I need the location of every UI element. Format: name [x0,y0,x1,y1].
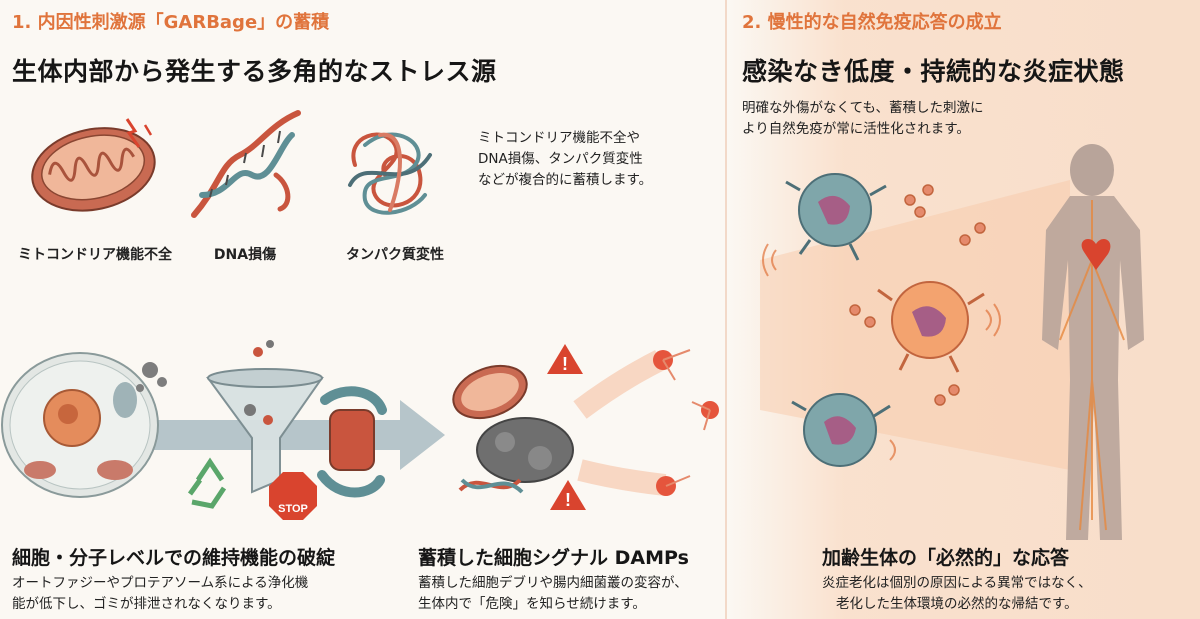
icon-label-protein: タンパク質変性 [346,247,444,263]
mitochondria-icon [31,118,156,212]
section-label-left: 1. 内因性刺激源「GARBage」の蓄積 [12,12,330,33]
recycle-icon [187,457,227,509]
stop-sign-icon [269,472,317,520]
bottom-right-line: 老化した生体環境の必然的な帰結です。 [836,596,1078,612]
debris-cluster-icon [452,364,574,494]
proteasome-icon [317,386,387,498]
immune-response-illustration [760,144,1144,540]
bottom-right-text: 炎症老化は個別の原因による異常ではなく、 老化した生体環境の必然的な帰結です。 [822,573,1092,615]
middle-line: 生体内で「危険」を知らせ続けます。 [418,596,646,612]
right-description-line: より自然免疫が常に活性化されます。 [742,121,970,137]
right-description-line: 明確な外傷がなくても、蓄積した刺激に [742,100,984,116]
pathway-illustration: STOP ! ! [1,340,719,520]
bottom-right-title: 加齢生体の「必然的」な応答 [822,547,1070,569]
stop-sign-text: STOP [278,503,308,515]
section-label-right: 2. 慢性的な自然免疫応答の成立 [742,12,1002,33]
heart-icon [1081,238,1111,270]
panel-divider [725,0,727,619]
warning-icon: ! [547,344,583,374]
left-description: ミトコンドリア機能不全や DNA損傷、タンパク質変性 などが複合的に蓄積します。 [478,128,652,191]
bottom-left-line: オートファジーやプロテアソーム系による浄化機 [12,575,309,591]
middle-title: 蓄積した細胞シグナル DAMPs [418,547,689,569]
middle-line: 蓄積した細胞デブリや腸内細菌叢の変容が、 [418,575,688,591]
svg-text:!: ! [565,490,571,510]
middle-text: 蓄積した細胞デブリや腸内細菌叢の変容が、 生体内で「危険」を知らせ続けます。 [418,573,688,615]
bottom-left-title: 細胞・分子レベルでの維持機能の破綻 [12,547,336,569]
right-description: 明確な外傷がなくても、蓄積した刺激に より自然免疫が常に活性化されます。 [742,98,984,140]
icon-label-mitochondria: ミトコンドリア機能不全 [18,247,172,263]
funnel-icon [206,340,324,494]
cell-icon [1,352,159,498]
immune-cell-icon [791,393,891,467]
headline-right: 感染なき低度・持続的な炎症状態 [742,57,1125,86]
damp-signal-particles [573,349,719,496]
immune-cell-icon [785,173,887,261]
left-description-line: などが複合的に蓄積します。 [478,172,653,188]
icon-label-dna: DNA損傷 [213,247,277,263]
bottom-right-line: 炎症老化は個別の原因による異常ではなく、 [822,575,1092,591]
svg-text:!: ! [562,354,568,374]
left-description-line: DNA損傷、タンパク質変性 [478,151,643,167]
protein-tangle-icon [348,132,432,215]
bottom-left-text: オートファジーやプロテアソーム系による浄化機 能が低下し、ゴミが排泄されなくなり… [12,573,308,615]
immune-cell-icon [877,281,985,373]
bottom-left-line: 能が低下し、ゴミが排泄されなくなります。 [12,596,281,612]
human-body-icon [1042,144,1144,540]
warning-icon: ! [550,480,586,510]
left-description-line: ミトコンドリア機能不全や [478,130,640,146]
headline-left: 生体内部から発生する多角的なストレス源 [12,57,497,86]
dna-icon [191,110,301,218]
